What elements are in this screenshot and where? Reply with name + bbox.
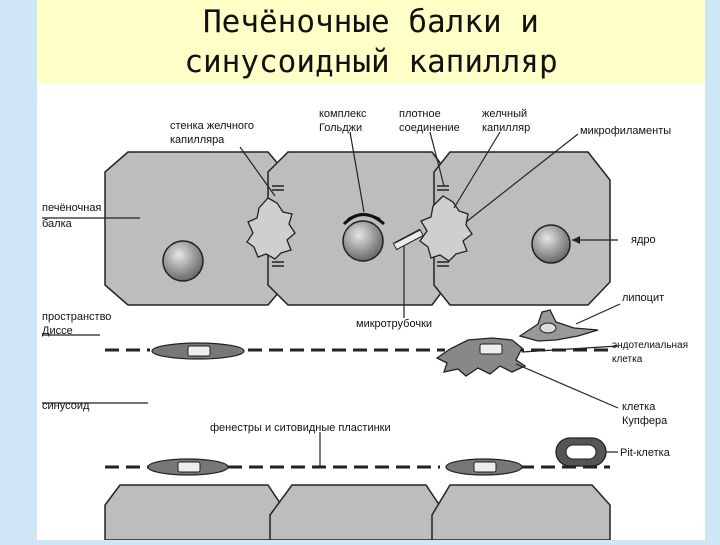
label-disse-1: пространство	[42, 311, 111, 323]
label-hep-beam-2: балка	[42, 218, 73, 230]
label-disse-2: Диссе	[42, 325, 73, 337]
endothelial-nucleus-upper-left	[187, 345, 211, 357]
label-bile-cap-1: желчный	[482, 108, 527, 120]
leader-bile-wall	[239, 146, 276, 197]
leader-kupffer	[515, 363, 619, 409]
hepatocyte-lower-left	[104, 484, 289, 541]
hepatocyte-lower-right	[431, 484, 611, 541]
label-nucleus: ядро	[631, 234, 656, 246]
slide-title-line-2: синусоидный капилляр	[184, 44, 558, 80]
endothelial-nucleus-lower-right	[473, 461, 497, 473]
lipocyte-droplet	[539, 322, 557, 334]
label-bile-cap-2: капилляр	[482, 122, 530, 134]
nucleus-middle	[342, 220, 384, 262]
leader-lines	[42, 131, 621, 467]
leader-golgi	[349, 131, 365, 213]
leader-microfilaments	[465, 133, 579, 223]
label-kupffer-1: клетка	[622, 401, 656, 413]
label-sinusoid: синусоид	[42, 400, 90, 412]
label-microfilaments: микрофиламенты	[580, 125, 671, 137]
label-endo-1: эндотелиальная	[612, 340, 688, 351]
label-bile-wall-2: капилляра	[170, 134, 225, 146]
label-tight-1: плотное	[399, 108, 441, 120]
diagram-svg: стенка желчного капилляра комплекс Гольд…	[42, 108, 688, 541]
label-kupffer-2: Купфера	[622, 415, 668, 427]
microtubules	[392, 228, 424, 251]
slide-title-line-1: Печёночные балки и	[203, 4, 539, 40]
pit-cell-nucleus	[565, 444, 597, 460]
label-hep-beam-1: печёночная	[42, 202, 101, 214]
nucleus-arrowhead	[572, 236, 580, 244]
leader-endothelium	[521, 345, 619, 353]
liver-diagram: стенка желчного капилляра комплекс Гольд…	[37, 84, 705, 541]
nucleus-left	[162, 240, 204, 282]
leader-tight	[429, 131, 445, 187]
leader-bile-cap	[453, 131, 501, 209]
label-microtubules: микротрубочки	[356, 318, 432, 330]
title-band	[37, 0, 705, 84]
label-lipocyte: липоцит	[622, 292, 664, 304]
nucleus-right	[531, 224, 571, 264]
kupffer-nucleus	[479, 343, 503, 355]
slide-title: Печёночные балки и синусоидный капилляр	[37, 2, 705, 82]
tight-junction-marks	[272, 185, 449, 267]
label-golgi-2: Гольджи	[319, 122, 362, 134]
endothelial-nucleus-lower-left	[177, 461, 201, 473]
leader-lipocyte	[575, 303, 621, 325]
hepatocyte-lower-middle	[269, 484, 447, 541]
hepatocyte-left	[104, 151, 286, 306]
label-pit: Pit-клетка	[620, 447, 671, 459]
golgi-complex	[342, 213, 386, 226]
label-fenestrae: фенестры и ситовидные пластинки	[210, 422, 391, 434]
bile-canaliculus-left	[246, 197, 296, 260]
lipocyte	[518, 309, 599, 342]
label-tight-2: соединение	[399, 122, 460, 134]
kupffer-cell	[435, 337, 527, 377]
label-endo-2: клетка	[612, 354, 643, 365]
bile-canaliculus-right	[419, 195, 473, 262]
label-golgi-1: комплекс	[319, 108, 367, 120]
label-bile-wall-1: стенка желчного	[170, 120, 254, 132]
